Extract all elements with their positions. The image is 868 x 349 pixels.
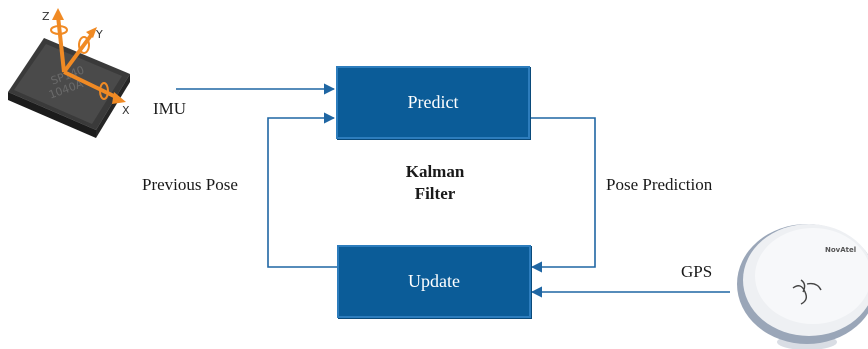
update-node: Update	[337, 245, 531, 318]
previous-pose-label: Previous Pose	[142, 175, 238, 194]
kalman-filter-title-line2: Filter	[414, 184, 456, 203]
gps-label: GPS	[681, 262, 713, 281]
imu-axis-x-label: X	[122, 104, 130, 117]
kalman-filter-title: Kalman Filter	[380, 161, 490, 205]
pose-prediction-label: Pose Prediction	[606, 175, 713, 194]
gps-antenna-brand: NovAtel	[825, 246, 856, 254]
previous-pose-arrow	[267, 112, 337, 268]
pose-prediction-arrow	[530, 117, 596, 273]
predict-node: Predict	[336, 66, 530, 139]
update-node-label: Update	[408, 271, 460, 291]
imu-axis-z-label: Z	[42, 10, 50, 23]
imu-axis-y-label: Y	[95, 28, 103, 41]
imu-label: IMU	[153, 99, 187, 118]
gps-antenna-icon: NovAtel	[737, 224, 868, 349]
imu-chip-icon: SP140 1040A Z Y X	[8, 8, 130, 138]
predict-node-label: Predict	[407, 92, 459, 112]
kalman-filter-title-line1: Kalman	[405, 162, 465, 181]
